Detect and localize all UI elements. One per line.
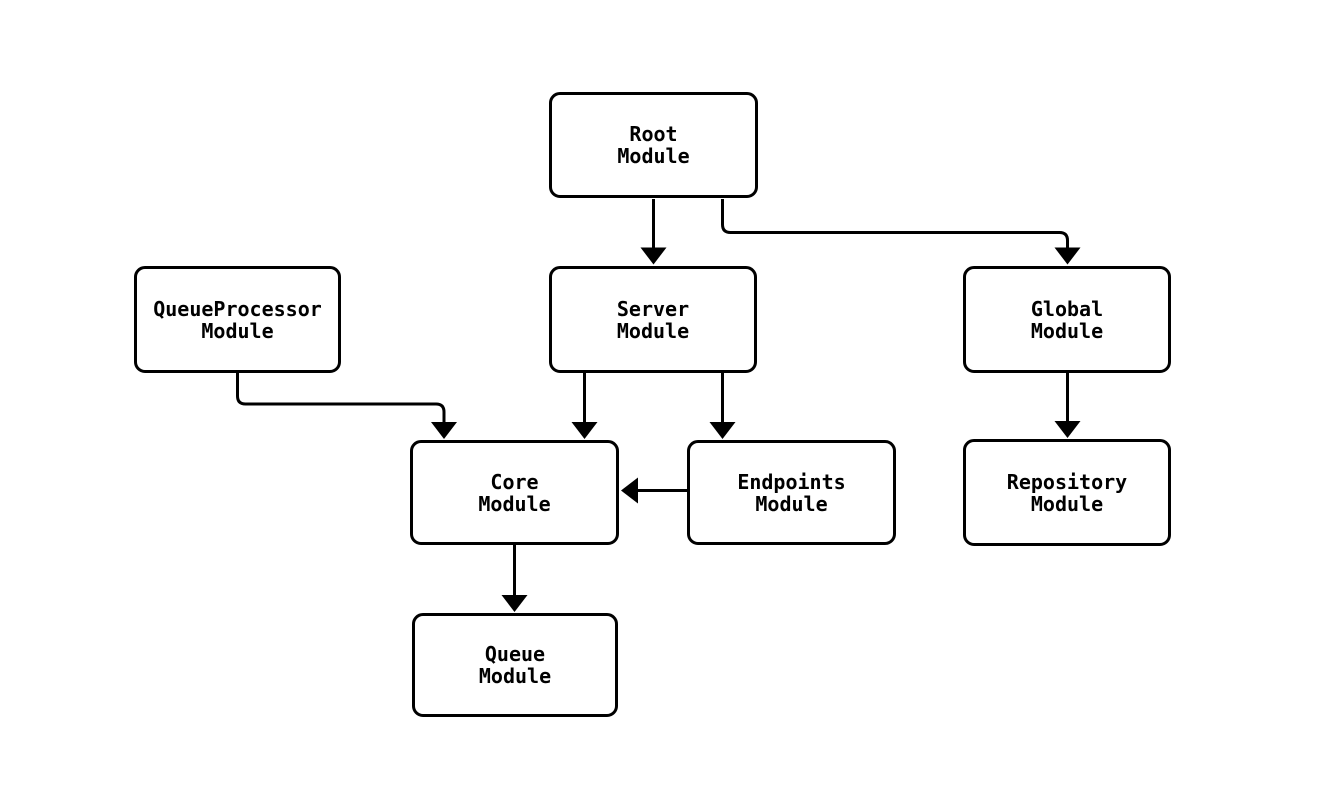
- arrowhead-queue-processor-core: [431, 422, 457, 439]
- arrowhead-server-endpoints: [709, 422, 736, 439]
- arrowhead-server-core: [571, 422, 598, 439]
- node-core-module: Core Module: [410, 440, 619, 545]
- node-queue-processor-module-label: QueueProcessor Module: [153, 296, 322, 343]
- edge-core-queue: [501, 545, 528, 612]
- node-endpoints-module: Endpoints Module: [687, 440, 896, 545]
- arrowhead-core-queue: [501, 595, 528, 612]
- node-repository-module: Repository Module: [963, 439, 1171, 546]
- edge-queue-processor-core-line: [236, 373, 446, 422]
- arrowhead-root-global: [1054, 247, 1081, 265]
- node-endpoints-module-label: Endpoints Module: [737, 469, 846, 516]
- arrowhead-root-server: [640, 247, 667, 265]
- edge-root-server: [640, 199, 667, 265]
- node-queue-processor-module: QueueProcessor Module: [134, 266, 341, 373]
- node-server-module-label: Server Module: [616, 296, 690, 343]
- node-queue-module: Queue Module: [412, 613, 618, 717]
- node-root-module: Root Module: [549, 92, 758, 198]
- edge-global-repository: [1054, 373, 1081, 438]
- node-global-module: Global Module: [963, 266, 1171, 373]
- node-queue-module-label: Queue Module: [478, 642, 552, 688]
- arrowhead-global-repository: [1054, 421, 1081, 438]
- node-root-module-label: Root Module: [617, 122, 690, 168]
- node-core-module-label: Core Module: [478, 469, 551, 516]
- edge-root-global: [721, 199, 1081, 265]
- edge-endpoints-core: [621, 477, 687, 504]
- arrowhead-endpoints-core: [621, 477, 638, 504]
- edge-server-core: [571, 373, 598, 439]
- node-global-module-label: Global Module: [1030, 296, 1104, 343]
- edge-queue-processor-core: [236, 373, 457, 439]
- node-server-module: Server Module: [549, 266, 757, 373]
- node-repository-module-label: Repository Module: [1006, 469, 1128, 516]
- edge-root-global-line: [721, 199, 1069, 248]
- edge-server-endpoints: [709, 373, 736, 439]
